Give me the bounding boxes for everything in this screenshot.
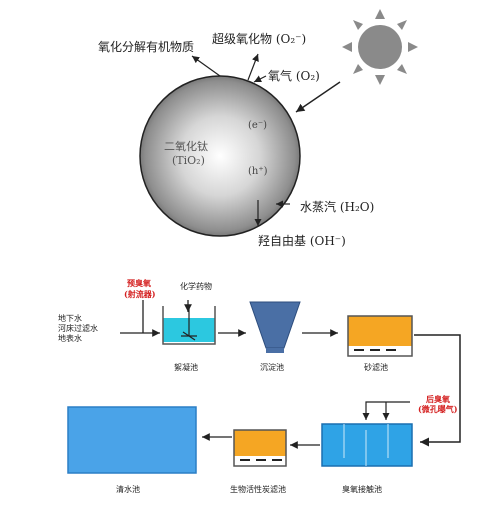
- sand-filter-label: 砂滤池: [364, 363, 388, 372]
- clear-water-label: 清水池: [116, 485, 140, 494]
- water-vapor-label: 水蒸汽 (H₂O): [300, 200, 375, 214]
- hole-label: (h⁺): [248, 166, 268, 177]
- oxygen-arrow: [253, 75, 267, 83]
- water-source-item: 地表水: [58, 334, 82, 343]
- return-flow-arrow: [414, 334, 461, 447]
- clear-water-tank: [67, 406, 197, 474]
- sun-icon: [342, 9, 418, 85]
- sphere-name-label: 二氧化钛: [164, 140, 208, 153]
- hydroxyl-label: 羟自由基 (OH⁻): [258, 234, 346, 248]
- sand-filter-tank: [347, 315, 413, 357]
- organic-oxidation-label: 氧化分解有机物质: [98, 40, 195, 54]
- water-source-item: 河床过滤水: [58, 324, 98, 333]
- superoxide-arrow: [247, 53, 259, 81]
- post-ozone-label: 后臭氧: [426, 394, 450, 404]
- bac-filter-label: 生物活性炭滤池: [230, 485, 286, 494]
- coagulation-label: 絮凝池: [174, 363, 198, 372]
- sedimentation-label: 沉淀池: [260, 363, 284, 372]
- ozone-contact-label: 臭氧接触池: [342, 485, 382, 494]
- oxygen-label: 氧气 (O₂): [268, 69, 320, 83]
- electron-label: (e⁻): [248, 120, 267, 131]
- ozone-contact-tank: [321, 423, 413, 467]
- post-ozone-feed: [362, 401, 410, 420]
- water-sources-list: 地下水 河床过滤水 地表水: [58, 314, 98, 344]
- pre-ozone-label: 预臭氧: [127, 278, 151, 288]
- organic-arrow: [191, 55, 221, 77]
- water-source-item: 地下水: [58, 314, 82, 323]
- superoxide-label: 超级氧化物 (O₂⁻): [212, 32, 307, 46]
- sedimentation-funnel: [249, 301, 301, 353]
- post-ozone-sub-label: (微孔曝气): [418, 404, 458, 414]
- coagulation-tank: [162, 306, 216, 345]
- pre-ozone-sub-label: (射流器): [124, 289, 156, 299]
- chemicals-label: 化学药物: [180, 282, 212, 291]
- sunlight-arrow: [295, 81, 341, 113]
- titanium-dioxide-sphere: [139, 75, 301, 237]
- sphere-formula-label: (TiO₂): [172, 154, 205, 167]
- bac-filter-tank: [233, 429, 287, 467]
